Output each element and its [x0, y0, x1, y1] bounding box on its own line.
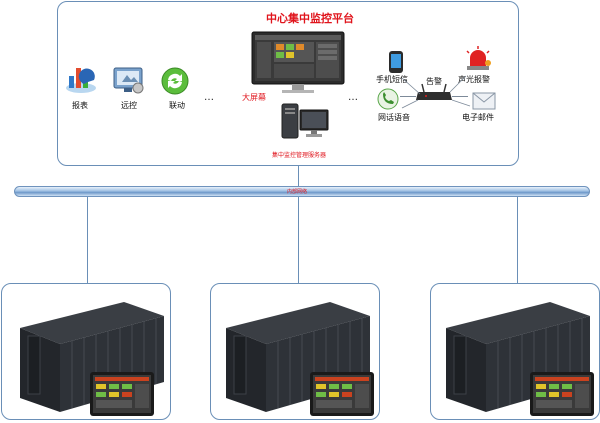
- router-link-left: [400, 96, 416, 97]
- remote-control-label: 远控: [121, 101, 137, 110]
- router-link-right: [452, 96, 468, 97]
- report-chart-icon: [66, 68, 96, 93]
- micro-datacenter-icon: [226, 302, 374, 416]
- micro-datacenter-icon: [446, 302, 594, 416]
- network-drop-3: [517, 197, 518, 283]
- phone-voice-label: 网话语音: [378, 113, 410, 122]
- network-drop-2: [298, 197, 299, 283]
- linkage-label: 联动: [169, 101, 185, 110]
- left-ellipsis: …: [204, 92, 215, 103]
- alarm-label: 告警: [426, 77, 442, 86]
- network-drop-1: [87, 197, 88, 283]
- remote-control-icon: [113, 67, 144, 94]
- big-screen-label: 大屏幕: [242, 93, 266, 102]
- mobile-sms-label: 手机短信: [376, 75, 408, 84]
- report-label: 报表: [72, 101, 88, 110]
- micro-datacenter-icon: [20, 302, 164, 416]
- phone-voice-icon: [377, 88, 399, 110]
- router-alarm-icon: [416, 83, 452, 100]
- internal-network-label: 内部网络: [287, 189, 308, 195]
- email-label: 电子邮件: [462, 113, 494, 122]
- internal-network-bus: [14, 186, 590, 197]
- siren-alarm-label: 声光报警: [458, 75, 490, 84]
- email-envelope-icon: [472, 92, 496, 110]
- platform-to-network-link: [298, 166, 299, 186]
- right-ellipsis: …: [348, 92, 359, 103]
- siren-alarm-icon: [466, 46, 491, 70]
- platform-title: 中心集中监控平台: [266, 12, 354, 25]
- linkage-refresh-icon: [161, 67, 189, 95]
- mobile-sms-icon: [389, 51, 403, 73]
- big-screen-icon: [251, 31, 345, 93]
- server-workstation-icon: [281, 103, 329, 139]
- router-links-diagonal: [401, 75, 471, 109]
- server-label: 集中监控管理服务器: [272, 152, 327, 159]
